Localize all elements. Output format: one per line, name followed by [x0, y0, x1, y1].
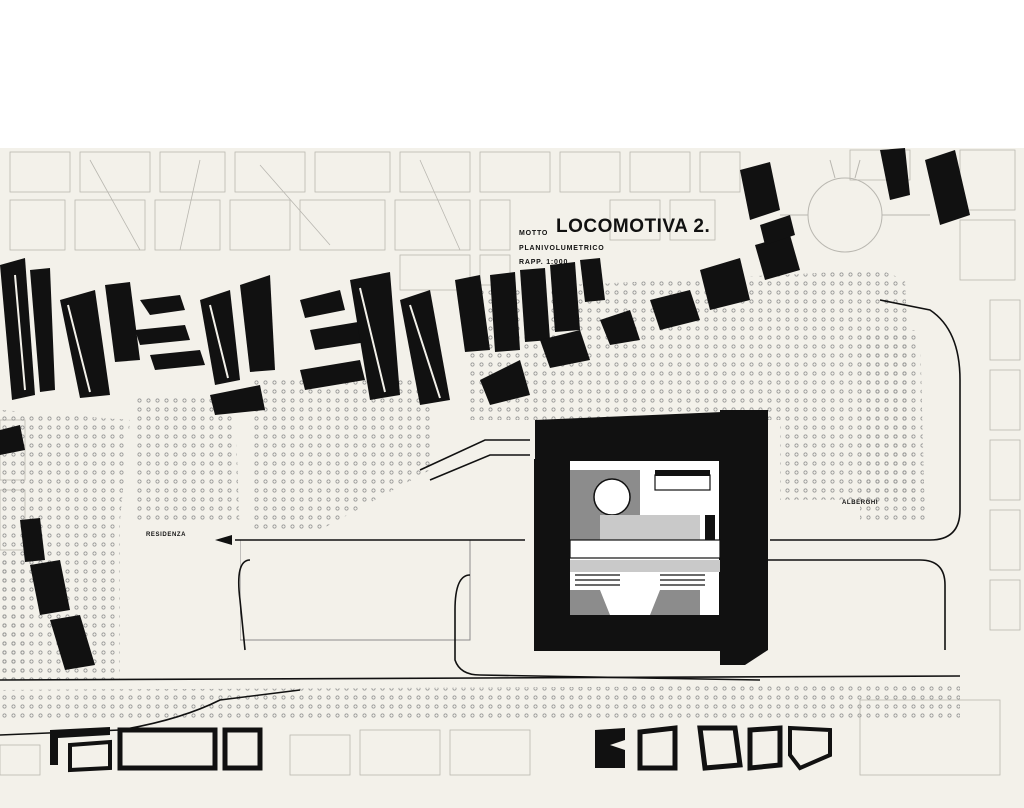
central-complex — [534, 410, 768, 665]
residential-slabs — [0, 148, 970, 415]
scale-label: RAPP. 1:000 — [519, 259, 569, 266]
plan-type-label: PLANIVOLUMETRICO — [519, 245, 605, 252]
plaza-area — [239, 539, 471, 641]
alberghi-label: ALBERGHI — [842, 500, 879, 506]
southern-blocks — [50, 725, 832, 773]
plan-title: LOCOMOTIVA 2. — [556, 216, 711, 237]
arrow-to-residenza — [215, 535, 232, 545]
west-buildings — [0, 425, 95, 670]
tree-grids — [0, 270, 960, 720]
motto-label: MOTTO — [519, 230, 549, 237]
residenza-label: RESIDENZA — [146, 532, 187, 538]
